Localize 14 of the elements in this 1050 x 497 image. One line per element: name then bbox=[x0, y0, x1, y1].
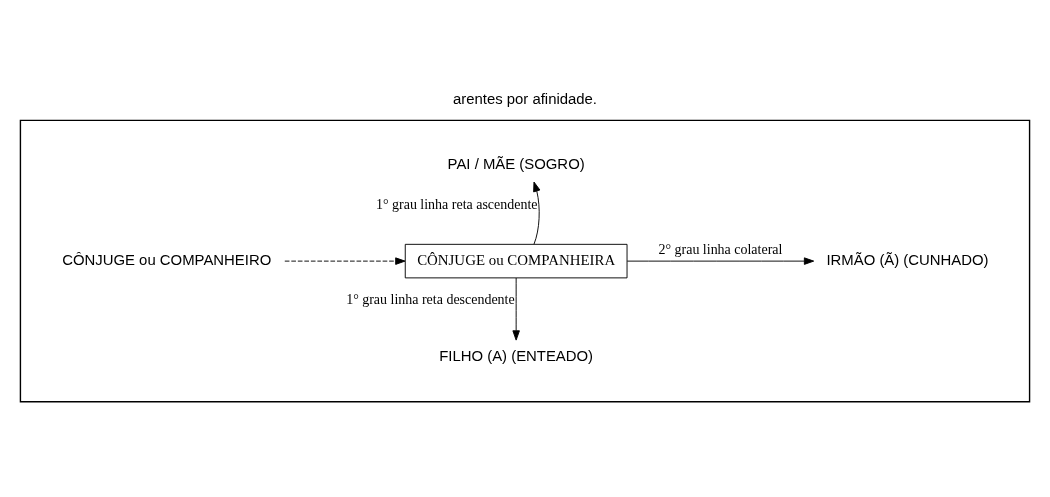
cluster bbox=[19, 119, 1031, 402]
arrow bbox=[533, 181, 541, 245]
edge-label: 2° grau linha colateral bbox=[658, 241, 783, 257]
diagram-title: arentes por afinidade. bbox=[452, 90, 598, 107]
node-box: CÔNJUGE ou COMPANHEIRA bbox=[404, 243, 628, 278]
arrow bbox=[284, 256, 406, 265]
node-text: CÔNJUGE ou COMPANHEIRO bbox=[62, 251, 272, 268]
edge-label: 1° grau linha reta descendente bbox=[346, 291, 515, 307]
node-text: FILHO (A) (ENTEADO) bbox=[439, 347, 594, 364]
node-text: IRMÃO (Ã) (CUNHADO) bbox=[826, 251, 989, 268]
arrow bbox=[512, 277, 520, 341]
edge-label: 1° grau linha reta ascendente bbox=[375, 196, 538, 211]
arrow bbox=[626, 256, 815, 265]
node-text: PAI / MÃE (SOGRO) bbox=[447, 155, 585, 172]
